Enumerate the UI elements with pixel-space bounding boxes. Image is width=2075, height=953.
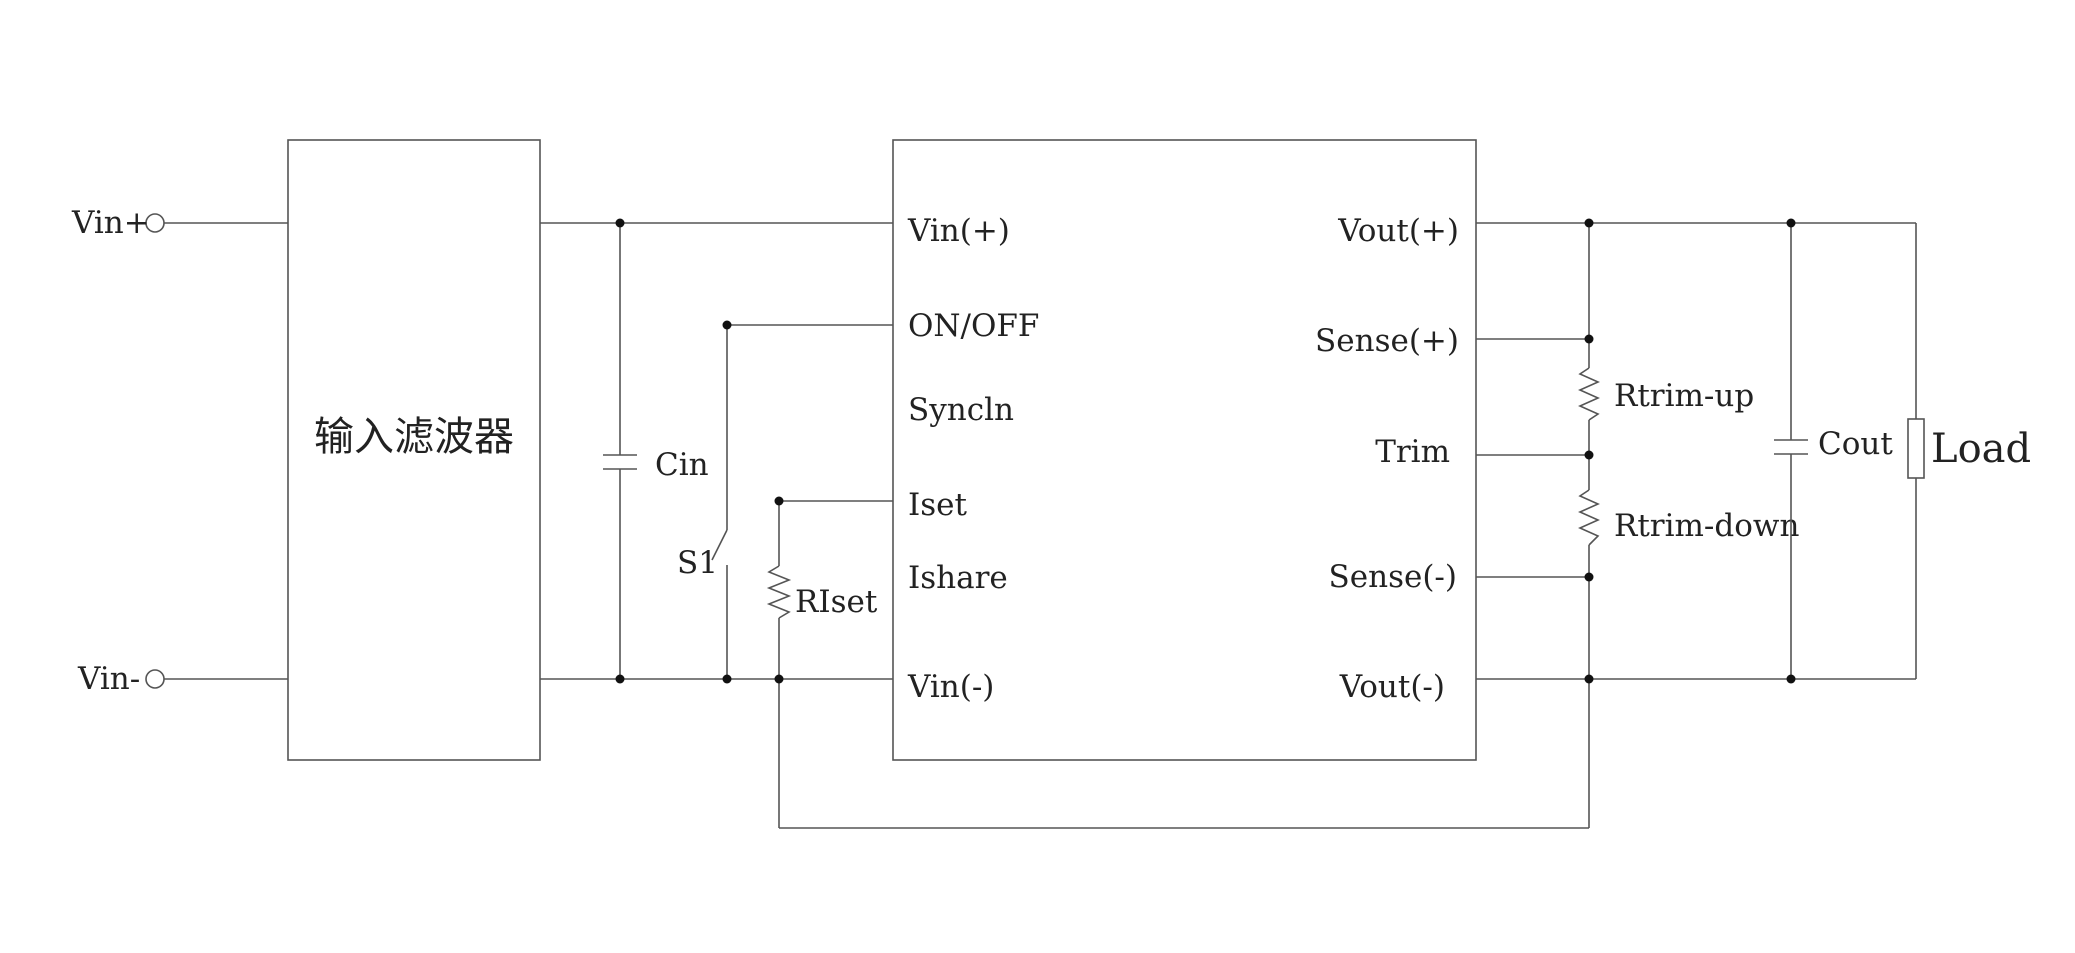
junction-dot xyxy=(774,496,784,506)
input-filter-label: 输入滤波器 xyxy=(314,414,514,460)
pin-ishare: Ishare xyxy=(908,560,1008,596)
pin-trim: Trim xyxy=(1375,434,1450,470)
input-filter-box xyxy=(287,139,541,761)
junction-dot xyxy=(615,674,625,684)
vin-minus-terminal xyxy=(145,669,165,689)
pin-vin-plus: Vin(+) xyxy=(907,213,1010,249)
junction-dot xyxy=(1584,450,1594,460)
junction-dot xyxy=(1584,334,1594,344)
pin-vout-plus: Vout(+) xyxy=(1337,213,1459,249)
junction-dot xyxy=(1584,572,1594,582)
junction-dot xyxy=(1786,674,1796,684)
cout-capacitor xyxy=(1774,223,1808,679)
vin-minus-label: Vin- xyxy=(77,661,140,697)
rtrim-up-label: Rtrim-up xyxy=(1614,378,1754,414)
cout-label: Cout xyxy=(1818,426,1893,462)
rtrim-down-resistor xyxy=(1578,489,1600,828)
pin-sense-plus: Sense(+) xyxy=(1315,323,1459,359)
converter-module-box xyxy=(892,139,1477,761)
cin-capacitor xyxy=(603,223,637,679)
pin-vin-minus: Vin(-) xyxy=(907,669,994,705)
load-resistor xyxy=(1907,223,1925,679)
junction-dot xyxy=(1584,218,1594,228)
load-label: Load xyxy=(1931,426,2031,472)
vin-plus-label: Vin+ xyxy=(71,205,150,241)
rtrim-down-label: Rtrim-down xyxy=(1614,508,1799,544)
cin-label: Cin xyxy=(655,447,709,483)
junction-dot xyxy=(1584,674,1594,684)
rtrim-up-resistor xyxy=(1578,223,1600,490)
pin-sense-minus: Sense(-) xyxy=(1329,559,1457,595)
junction-dot xyxy=(774,674,784,684)
riset-resistor xyxy=(766,500,893,828)
pin-sync-in: Syncln xyxy=(908,392,1014,428)
junction-dot xyxy=(722,320,732,330)
s1-label: S1 xyxy=(677,545,718,581)
pin-iset: Iset xyxy=(908,487,968,523)
s1-switch xyxy=(711,324,893,679)
junction-dot xyxy=(722,674,732,684)
pin-vout-minus: Vout(-) xyxy=(1339,669,1445,705)
pin-on-off: ON/OFF xyxy=(908,308,1039,344)
riset-label: RIset xyxy=(795,584,878,620)
junction-dot xyxy=(1786,218,1796,228)
junction-dot xyxy=(615,218,625,228)
